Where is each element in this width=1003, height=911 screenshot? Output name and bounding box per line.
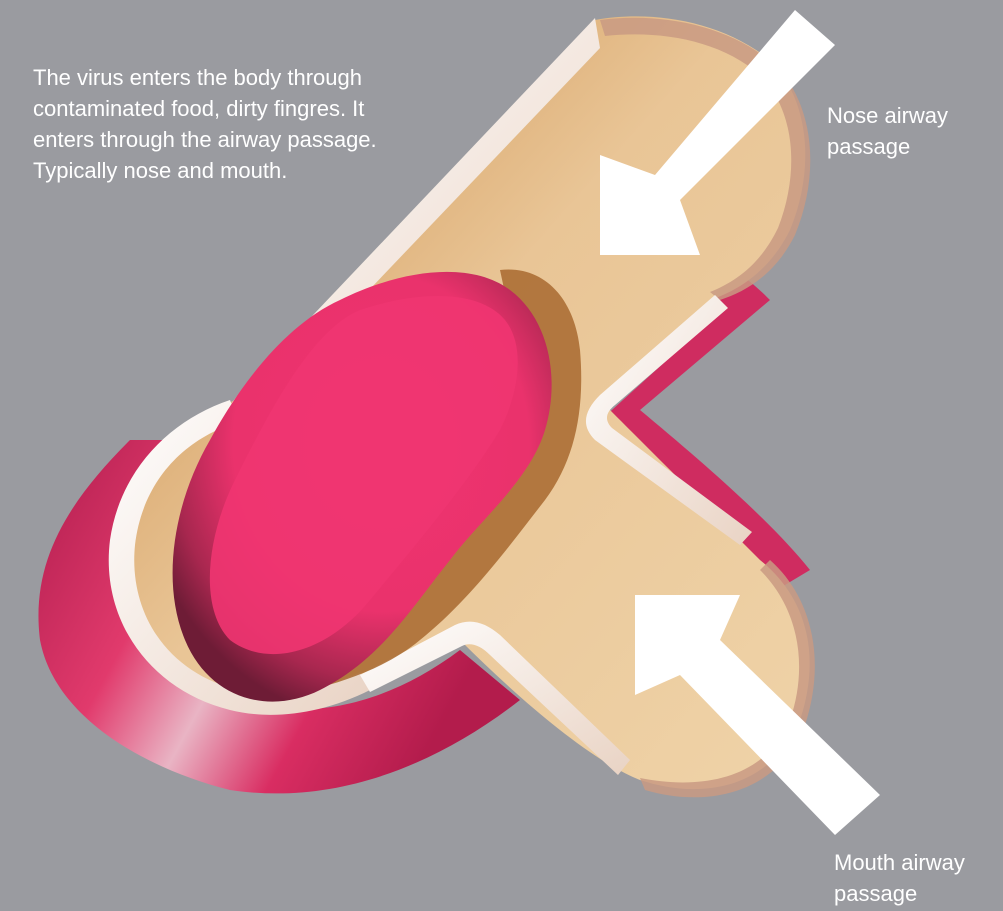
nose-airway-label: Nose airway passage bbox=[827, 100, 997, 162]
mouth-airway-label: Mouth airway passage bbox=[834, 847, 999, 909]
description-text: The virus enters the body through contam… bbox=[33, 62, 393, 186]
